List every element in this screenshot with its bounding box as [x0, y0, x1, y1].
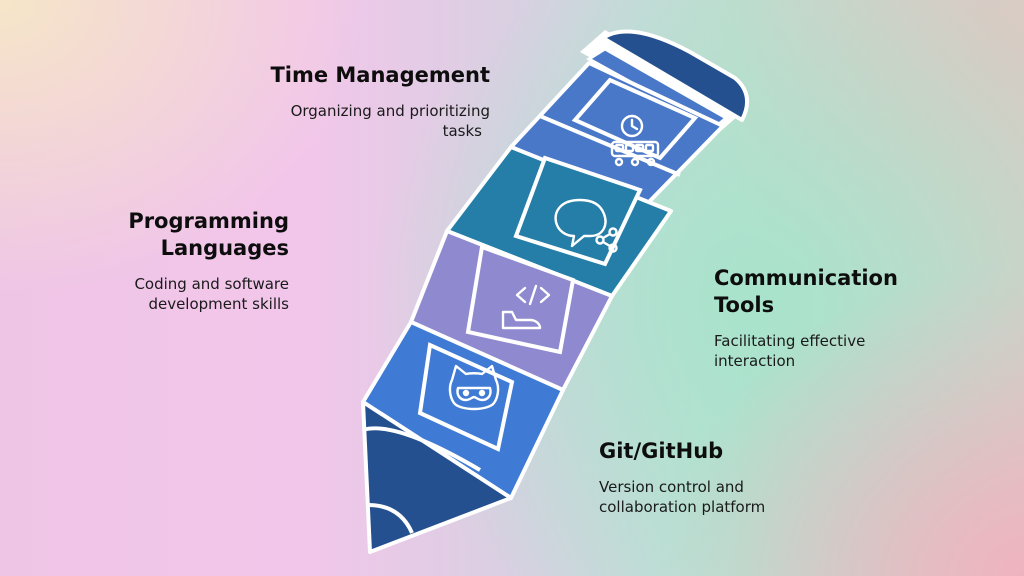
title-line: Programming [128, 209, 289, 233]
title-line: Time Management [270, 63, 490, 87]
title-line: Communication [714, 266, 898, 290]
desc-line: tasks [442, 122, 482, 140]
desc-line: interaction [714, 352, 796, 370]
desc-line: Facilitating effective [714, 332, 866, 350]
desc-programming-languages: Coding and software development skills [29, 274, 289, 314]
title-line: Git/GitHub [599, 439, 724, 463]
pencil-eraser [580, 29, 750, 130]
desc-line: development skills [148, 295, 289, 313]
title-time-management: Time Management [190, 62, 490, 89]
code-hand-icon [501, 284, 551, 330]
pencil-tip [361, 400, 513, 554]
desc-communication-tools: Facilitating effective interaction [714, 331, 1004, 371]
desc-time-management: Organizing and prioritizing tasks [190, 101, 490, 141]
label-communication-tools: Communication Tools Facilitating effecti… [714, 265, 1004, 371]
label-time-management: Time Management Organizing and prioritiz… [190, 62, 490, 141]
title-git-github: Git/GitHub [599, 438, 889, 465]
github-octocat-icon [448, 364, 500, 411]
desc-line: Coding and software [134, 275, 289, 293]
title-programming-languages: Programming Languages [29, 208, 289, 262]
desc-line: collaboration platform [599, 498, 766, 516]
label-git-github: Git/GitHub Version control and collabora… [599, 438, 889, 517]
desc-git-github: Version control and collaboration platfo… [599, 477, 889, 517]
title-line: Languages [160, 236, 289, 260]
chat-share-icon [554, 198, 618, 253]
desc-line: Organizing and prioritizing [290, 102, 490, 120]
conveyor-clock-icon [610, 114, 660, 167]
pencil-segment-git-github [361, 320, 565, 500]
title-line: Tools [714, 293, 775, 317]
desc-line: Version control and [599, 478, 744, 496]
title-communication-tools: Communication Tools [714, 265, 1004, 319]
label-programming-languages: Programming Languages Coding and softwar… [29, 208, 289, 314]
